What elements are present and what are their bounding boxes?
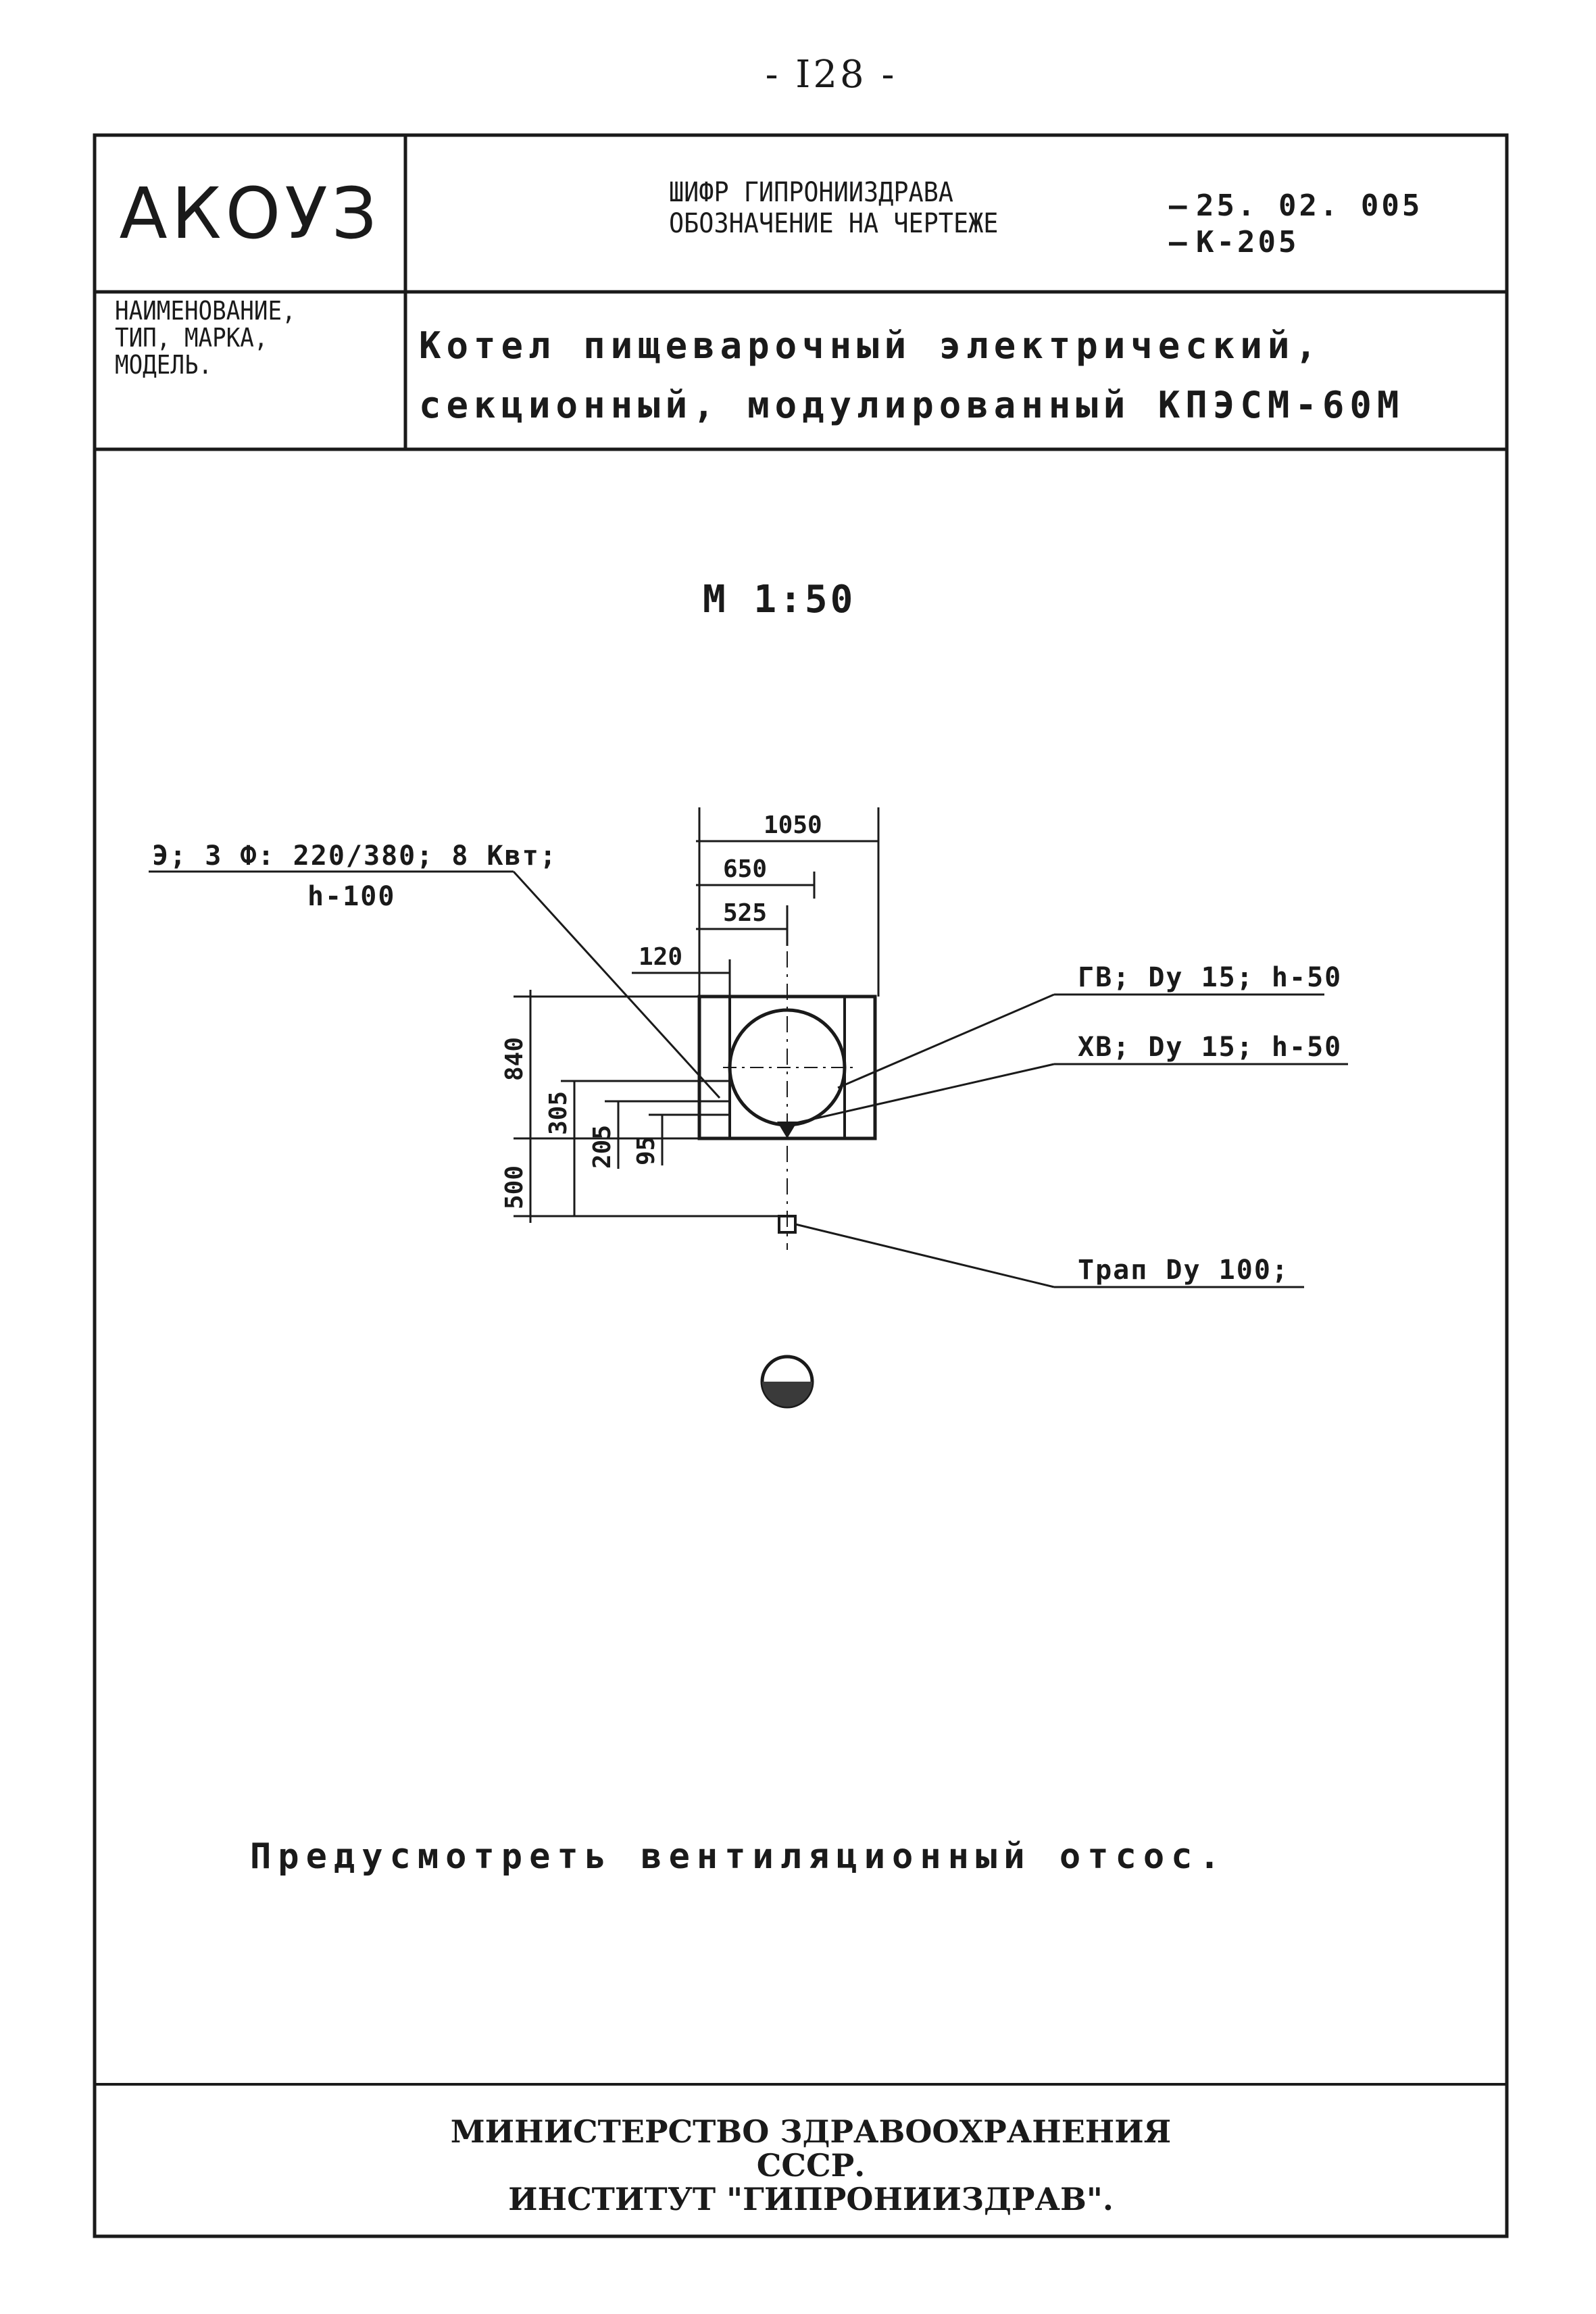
- code-value-designation: К-205: [1196, 225, 1299, 259]
- page-number: - I28 -: [765, 53, 897, 97]
- outlet-marker: [777, 1122, 797, 1138]
- name-label-line: НАИМЕНОВАНИЕ,: [115, 296, 296, 326]
- dimension-525: 525: [723, 899, 767, 927]
- callout-electric-height: h-100: [307, 881, 395, 912]
- drawing-scale: М 1:50: [703, 578, 856, 622]
- cold-water-leader: [787, 1063, 1055, 1126]
- footer-institute: ИНСТИТУТ "ГИПРОНИИЗДРАВ".: [508, 2181, 1114, 2217]
- dimension-1050: 1050: [764, 811, 822, 839]
- callout-electric: Э; 3 Ф: 220/380; 8 Квт;: [152, 840, 557, 872]
- code-values: –25. 02. 005 –К-205: [1169, 188, 1423, 259]
- equipment-name-line-1: Котел пищеварочный электрический,: [419, 324, 1322, 367]
- outer-border: [93, 133, 1509, 2238]
- equipment-name-line-2: секционный, модулированный КПЭСМ-60М: [419, 384, 1405, 426]
- dimension-205: 205: [589, 1125, 616, 1169]
- callout-hot-water: ГВ; Dу 15; h-50: [1078, 962, 1342, 993]
- callout-cold-water: ХВ; Dу 15; h-50: [1078, 1032, 1342, 1063]
- dimension-840: 840: [501, 1037, 528, 1081]
- dimension-500: 500: [501, 1165, 528, 1209]
- electric-leader: [512, 870, 721, 1099]
- exhaust-symbol: [760, 1355, 814, 1409]
- footer-ministry: МИНИСТЕРСТВО ЗДРАВООХРАНЕНИЯ СССР.: [450, 2113, 1172, 2184]
- name-label-line: ТИП, МАРКА,: [115, 323, 268, 353]
- name-label: НАИМЕНОВАНИЕ, ТИП, МАРКА, МОДЕЛЬ.: [115, 297, 296, 378]
- footer: МИНИСТЕРСТВО ЗДРАВООХРАНЕНИЯ СССР. ИНСТИ…: [405, 2115, 1216, 2216]
- code-label-cipher: ШИФР ГИПРОНИИЗДРАВА: [669, 177, 953, 208]
- name-label-line: МОДЕЛЬ.: [115, 350, 213, 380]
- ventilation-note: Предусмотреть вентиляционный отсос.: [250, 1836, 1227, 1877]
- callout-drain: Трап Dу 100;: [1078, 1255, 1289, 1286]
- drain-leader: [795, 1223, 1055, 1288]
- dimension-650: 650: [723, 855, 767, 883]
- code-value-cipher: 25. 02. 005: [1196, 188, 1423, 223]
- hot-water-leader: [837, 993, 1055, 1089]
- dimension-95: 95: [632, 1136, 660, 1165]
- code-labels: ШИФР ГИПРОНИИЗДРАВА ОБОЗНАЧЕНИЕ НА ЧЕРТЕ…: [669, 177, 998, 239]
- dimension-120: 120: [639, 943, 682, 971]
- equipment-name: Котел пищеварочный электрический, секцио…: [419, 316, 1404, 435]
- logo-text: АКОУЗ: [119, 172, 381, 255]
- code-label-designation: ОБОЗНАЧЕНИЕ НА ЧЕРТЕЖЕ: [669, 208, 999, 239]
- dimension-305: 305: [545, 1091, 572, 1135]
